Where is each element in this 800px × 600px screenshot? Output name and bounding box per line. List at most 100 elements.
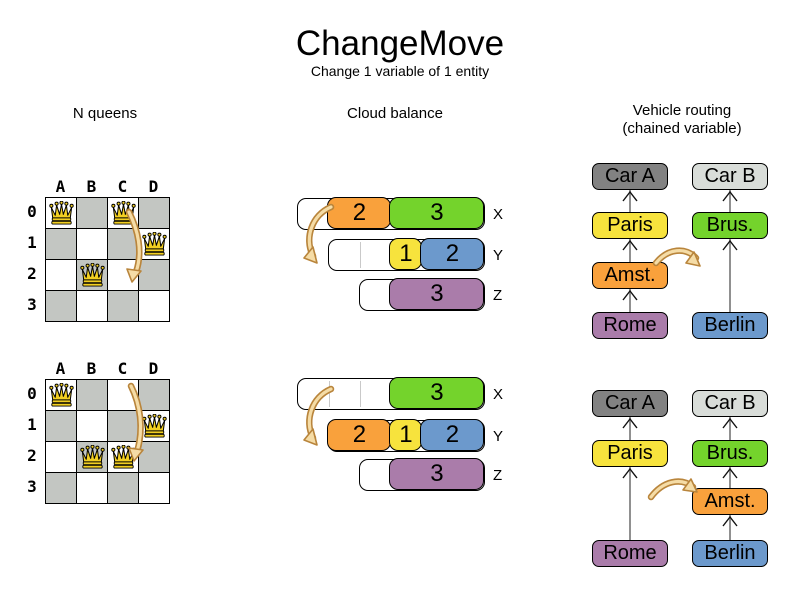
board-row-label: 1 — [27, 415, 37, 434]
capacity-unit-divider — [329, 381, 330, 407]
process-block: 2 — [327, 197, 392, 230]
process-block: 2 — [420, 419, 485, 452]
process-block: 3 — [389, 197, 485, 230]
board-cell — [46, 442, 76, 472]
process-block: 1 — [389, 419, 423, 452]
queen-icon — [47, 383, 76, 407]
board-cell — [46, 291, 76, 321]
board-cell — [46, 411, 76, 441]
chain-node-amst: Amst. — [692, 488, 768, 515]
chain-arrowhead-icon — [722, 239, 738, 251]
board-cell — [108, 411, 138, 441]
process-block: 3 — [389, 458, 485, 491]
chain-node-car-a: Car A — [592, 163, 668, 190]
page-title: ChangeMove — [295, 24, 505, 63]
process-block: 1 — [389, 238, 423, 271]
board-column-label: C — [117, 177, 128, 196]
computer-label: Z — [493, 287, 503, 304]
chain-node-amst: Amst. — [592, 262, 668, 289]
board-cell — [46, 473, 76, 503]
board-cell — [108, 473, 138, 503]
board-cell — [77, 473, 107, 503]
board-cell — [46, 229, 76, 259]
board-cell — [108, 291, 138, 321]
process-block: 2 — [327, 419, 392, 452]
board-column-label: A — [55, 359, 66, 378]
board-cell — [139, 442, 169, 472]
board-cell — [139, 198, 169, 228]
chain-node-brus: Brus. — [692, 440, 768, 467]
chain-arrowhead-icon — [722, 417, 738, 429]
capacity-unit-divider — [360, 242, 361, 268]
board-cell — [108, 380, 138, 410]
nqueens-board-before — [45, 197, 170, 322]
board-cell — [139, 473, 169, 503]
board-cell — [139, 260, 169, 290]
chain-node-berlin: Berlin — [692, 540, 768, 567]
chain-arrowhead-icon — [622, 467, 638, 479]
computer-label: Y — [493, 428, 504, 445]
computer-bar-z: 3 — [359, 278, 485, 311]
chain-node-car-b: Car B — [692, 390, 768, 417]
capacity-unit-divider — [360, 381, 361, 407]
queen-icon — [78, 445, 107, 469]
process-block: 2 — [420, 238, 485, 271]
move-arrow — [647, 478, 698, 501]
computer-bar-x: 3 — [297, 377, 485, 410]
computer-label: Z — [493, 467, 503, 484]
board-cell — [139, 291, 169, 321]
board-cell — [46, 260, 76, 290]
queen-icon — [78, 263, 107, 287]
section-header-nqueens: N queens — [72, 105, 138, 122]
board-cell — [77, 198, 107, 228]
chain-arrowhead-icon — [722, 467, 738, 479]
board-cell — [139, 380, 169, 410]
board-row-label: 0 — [27, 384, 37, 403]
board-cell — [77, 380, 107, 410]
board-cell — [108, 229, 138, 259]
chain-arrowhead-icon — [622, 190, 638, 202]
chain-node-car-b: Car B — [692, 163, 768, 190]
board-column-label: B — [86, 177, 97, 196]
board-row-label: 1 — [27, 233, 37, 252]
process-block: 3 — [389, 278, 485, 311]
board-cell — [77, 229, 107, 259]
chain-arrowhead-icon — [622, 289, 638, 301]
section-header-cloud: Cloud balance — [347, 105, 443, 122]
computer-bar-z: 3 — [359, 458, 485, 491]
chain-node-berlin: Berlin — [692, 312, 768, 339]
chain-arrowhead-icon — [722, 190, 738, 202]
board-cell — [77, 411, 107, 441]
board-column-label: C — [117, 359, 128, 378]
queen-icon — [47, 201, 76, 225]
section-header-vrp-line1: Vehicle routing — [632, 102, 732, 119]
board-column-label: A — [55, 177, 66, 196]
computer-label: X — [493, 206, 504, 223]
queen-icon — [140, 414, 169, 438]
chain-node-rome: Rome — [592, 312, 668, 339]
chain-arrowhead-icon — [622, 239, 638, 251]
computer-label: Y — [493, 247, 504, 264]
section-header-vrp-line2: (chained variable) — [622, 120, 742, 137]
board-column-label: D — [148, 177, 159, 196]
section-header-vrp: Vehicle routing (chained variable) — [597, 102, 767, 138]
board-column-label: B — [86, 359, 97, 378]
chain-node-paris: Paris — [592, 212, 668, 239]
chain-node-paris: Paris — [592, 440, 668, 467]
board-row-label: 2 — [27, 264, 37, 283]
board-row-label: 3 — [27, 477, 37, 496]
chain-node-brus: Brus. — [692, 212, 768, 239]
chain-arrowhead-icon — [722, 515, 738, 527]
board-cell — [77, 291, 107, 321]
board-row-label: 0 — [27, 202, 37, 221]
page-subtitle: Change 1 variable of 1 entity — [310, 63, 490, 79]
queen-icon — [109, 445, 138, 469]
board-cell — [108, 260, 138, 290]
computer-label: X — [493, 386, 504, 403]
board-row-label: 3 — [27, 295, 37, 314]
board-row-label: 2 — [27, 446, 37, 465]
